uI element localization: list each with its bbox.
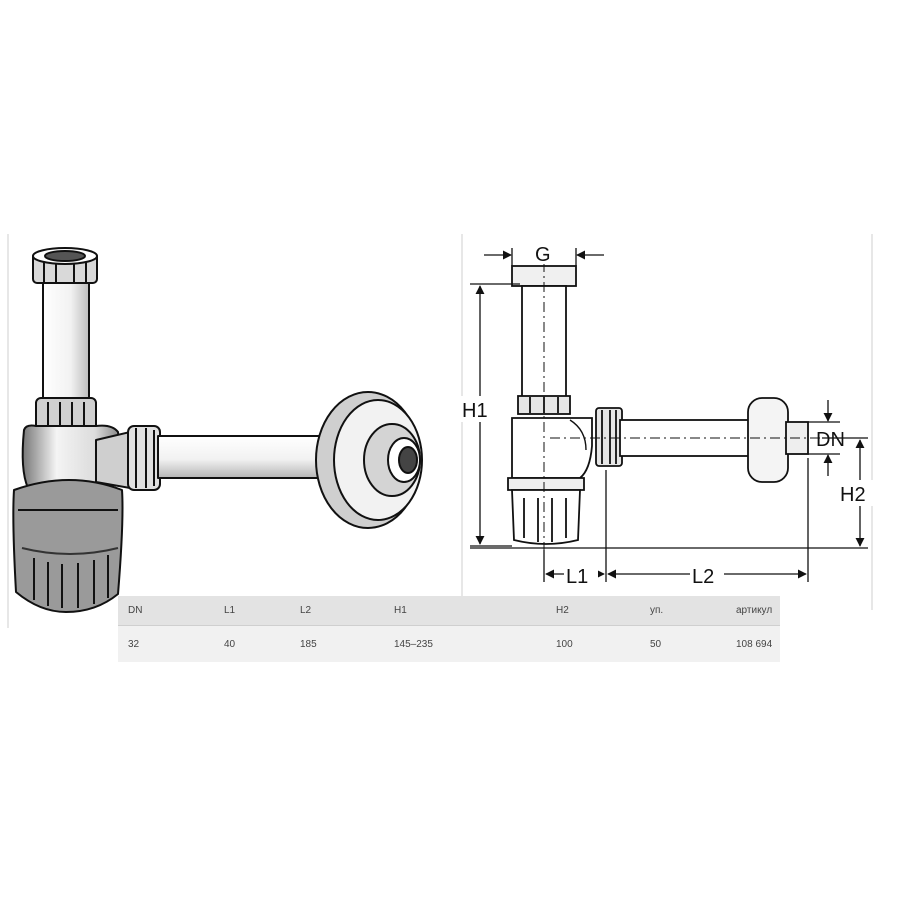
header-l1: L1 xyxy=(214,596,290,627)
bottle-cup xyxy=(12,479,124,613)
header-article: артикул xyxy=(726,596,780,627)
label-dn: DN xyxy=(816,429,845,451)
vertical-tube xyxy=(42,282,90,402)
label-l2: L2 xyxy=(692,566,714,588)
tube-nut xyxy=(35,397,97,433)
cell-h1: 145–235 xyxy=(384,625,546,662)
siphon-illustration xyxy=(12,247,423,613)
table-row: 32 40 185 145–235 100 50 108 694 xyxy=(118,625,780,662)
top-nut xyxy=(32,247,98,284)
spec-table: DN L1 L2 H1 H2 уп. артикул 32 40 185 145… xyxy=(118,596,780,662)
label-g: G xyxy=(535,244,551,266)
cell-h2: 100 xyxy=(546,625,640,662)
spec-table-header: DN L1 L2 H1 H2 уп. артикул xyxy=(118,596,780,627)
cell-l1: 40 xyxy=(214,625,290,662)
header-h2: H2 xyxy=(546,596,640,627)
siphon-schematic xyxy=(507,265,809,545)
cell-article: 108 694 xyxy=(726,625,780,662)
header-h1: H1 xyxy=(384,596,546,627)
wall-flange xyxy=(315,391,423,529)
header-pack: уп. xyxy=(640,596,726,627)
schematic-bottle xyxy=(511,417,593,479)
cell-dn: 32 xyxy=(118,625,214,662)
cell-pack: 50 xyxy=(640,625,726,662)
label-h1: H1 xyxy=(462,400,488,422)
schematic-flange xyxy=(747,397,789,483)
outlet-nut xyxy=(95,425,161,491)
center-lines xyxy=(543,262,820,550)
label-l1: L1 xyxy=(566,566,588,588)
cell-l2: 185 xyxy=(290,625,384,662)
label-h2: H2 xyxy=(840,484,866,506)
header-dn: DN xyxy=(118,596,214,627)
schematic-outlet-nut xyxy=(595,407,623,467)
schematic-cup xyxy=(507,477,585,545)
horizontal-pipe xyxy=(157,435,335,479)
header-l2: L2 xyxy=(290,596,384,627)
